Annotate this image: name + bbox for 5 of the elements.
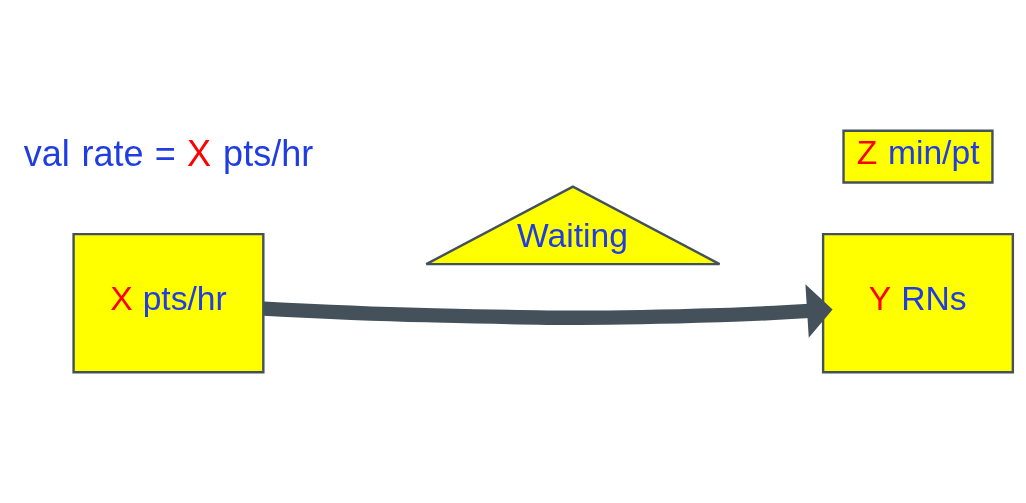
arrow	[262, 284, 833, 338]
node-box: X pts/hr	[71, 232, 265, 374]
label: val rate = X pts/hr	[23, 132, 313, 174]
node-box: Y RNs	[821, 232, 1014, 374]
node-box: Z min/pt	[841, 129, 994, 184]
